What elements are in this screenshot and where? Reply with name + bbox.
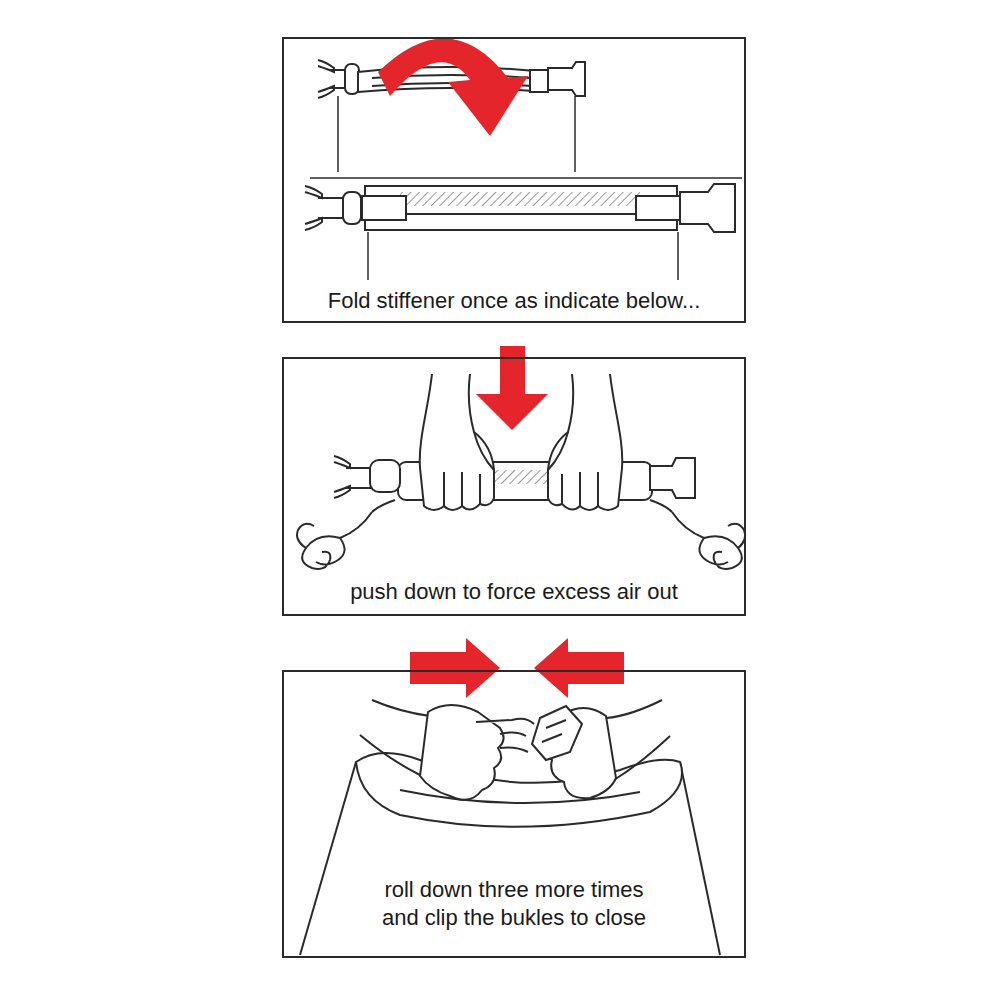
buckle-female <box>680 184 735 232</box>
stiffener <box>365 186 677 230</box>
bag-side <box>680 762 720 955</box>
strap-tab <box>362 196 406 220</box>
left-arm <box>360 700 430 775</box>
air-puffs <box>297 512 745 569</box>
strap-side-view <box>305 184 735 232</box>
guide-lines <box>310 96 742 280</box>
air-puff <box>297 512 372 569</box>
guide-line <box>310 177 742 179</box>
bag-body <box>300 753 720 955</box>
guide-line <box>677 232 679 280</box>
d-ring <box>343 192 361 224</box>
strap-tab <box>636 196 680 220</box>
air-puff <box>672 512 745 569</box>
step-caption: Fold stiffener once as indicate below... <box>326 287 703 315</box>
left-hand <box>420 374 494 510</box>
stiffener-line <box>365 213 677 215</box>
bag-roll <box>356 753 682 827</box>
hands-pushing <box>420 374 623 510</box>
bag-side <box>300 762 356 955</box>
stiffener-hatch <box>400 192 640 206</box>
rolled-top <box>334 456 695 512</box>
d-ring <box>345 64 359 94</box>
step-caption: push down to force excess air out <box>348 578 680 606</box>
right-hand <box>548 374 622 510</box>
right-fingers <box>548 432 598 506</box>
buckle-male <box>334 456 372 498</box>
guide-line <box>574 96 576 172</box>
close-arrow <box>410 638 500 698</box>
right-arm <box>606 700 670 780</box>
buckle-male <box>305 186 345 230</box>
hands-clipping <box>360 700 670 800</box>
close-arrow <box>534 638 624 698</box>
step-caption: roll down three more times and clip the … <box>370 876 659 932</box>
buckle-slot <box>542 720 566 742</box>
strap-tab <box>530 70 548 92</box>
bag-edge <box>372 500 672 512</box>
buckle-female <box>548 62 585 96</box>
left-fingers <box>444 432 494 506</box>
left-hand <box>420 705 504 800</box>
guide-line <box>367 232 369 280</box>
buckle-female <box>532 706 582 760</box>
step-panel: push down to force excess air out <box>282 357 746 616</box>
strap-top-view <box>318 60 585 98</box>
guide-line <box>337 96 339 172</box>
buckle-male <box>318 60 345 98</box>
d-ring <box>370 460 400 492</box>
step-panel: roll down three more times and clip the … <box>282 670 746 958</box>
step-panel: Fold stiffener once as indicate below... <box>282 37 746 323</box>
buckle-male <box>476 719 534 752</box>
buckle-female <box>650 458 695 498</box>
right-hand-group <box>548 374 622 510</box>
fold-arrow <box>378 38 528 136</box>
